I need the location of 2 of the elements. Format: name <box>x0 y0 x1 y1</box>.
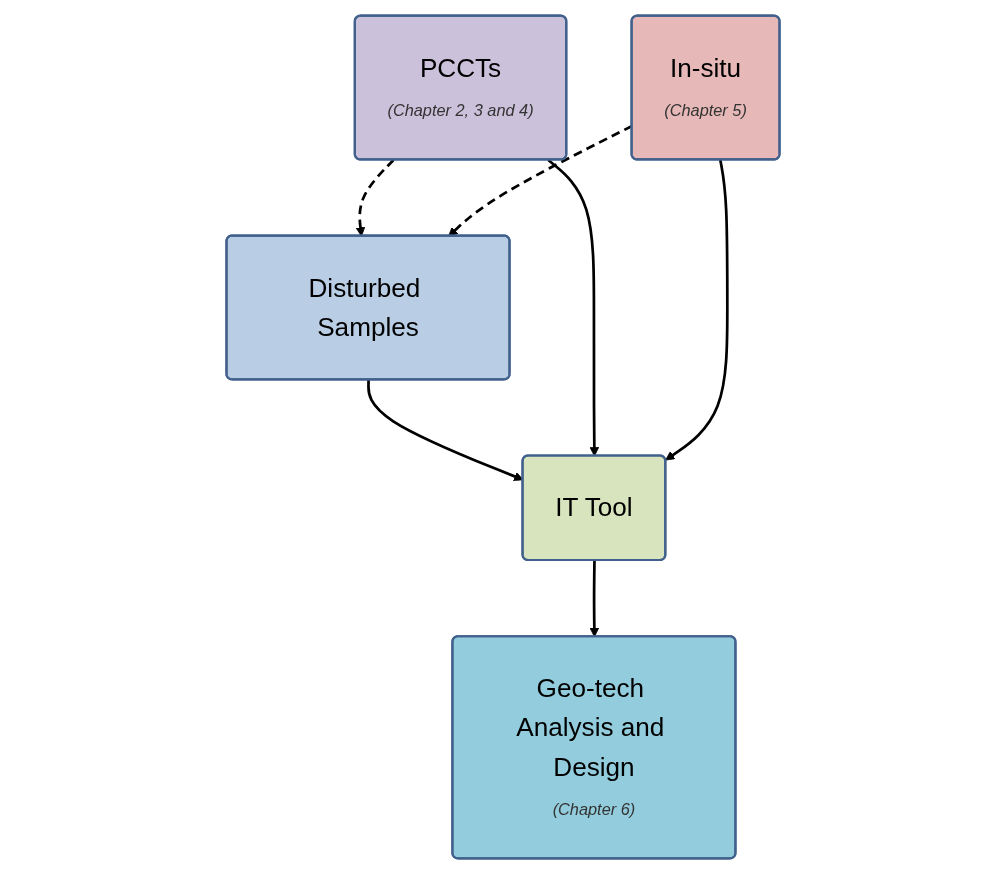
arrow <box>547 158 600 456</box>
arrow <box>665 159 729 460</box>
